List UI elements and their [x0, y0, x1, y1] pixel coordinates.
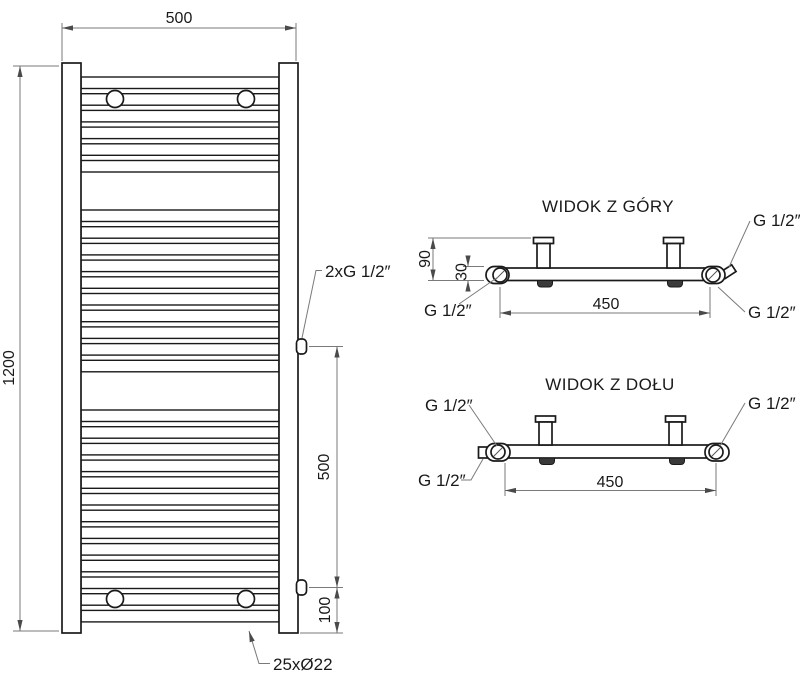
dim-text-offset: 30 [454, 263, 471, 281]
thread-label-bottom-right: G 1/2″ [748, 303, 796, 322]
radiator-tube [80, 509, 280, 523]
dim-text-depth: 90 [417, 250, 434, 268]
right-collector-column [278, 62, 299, 634]
dim-width-500: 500 [61, 10, 297, 61]
thread-label-bottom-left: G 1/2″ [418, 471, 466, 490]
top-view-valve-left [485, 265, 510, 285]
bottom-view-valve-left [477, 442, 511, 462]
left-collector-column [61, 62, 82, 634]
top-view-valve-right [701, 263, 738, 285]
radiator-tube [80, 609, 280, 623]
radiator-tube [80, 259, 280, 273]
side-valve-lower [295, 579, 308, 596]
bottom-view-bracket-right [664, 415, 687, 465]
radiator-tube [80, 559, 280, 573]
radiator-tube [80, 459, 280, 473]
dim-side-500-100: 500 100 [300, 346, 343, 634]
front-view: 500 1200 500 100 2xG 1/2″ 25xØ22 [1, 10, 391, 674]
radiator-tube [80, 143, 280, 157]
bottom-view-bracket-left [534, 415, 557, 465]
radiator-tube [80, 159, 280, 173]
top-view-collector-bar [502, 267, 711, 282]
radiator-tube [80, 276, 280, 289]
radiator-tube [80, 476, 280, 489]
top-view: WIDOK Z GÓRY [417, 197, 800, 322]
dim-text-bottom-spacing: 450 [597, 474, 624, 491]
thread-label-top-right: G 1/2″ [753, 211, 800, 230]
dim-text-width: 500 [166, 10, 193, 27]
radiator-tube [80, 109, 280, 123]
radiator-tube [80, 426, 280, 439]
top-view-thread-callouts: G 1/2″ G 1/2″ G 1/2″ [424, 211, 800, 322]
side-valve-upper [295, 338, 308, 355]
radiator-tube [80, 526, 280, 540]
tubes-label: 25xØ22 [273, 655, 333, 674]
dim-depth-90: 90 [417, 237, 531, 281]
bottom-view-collector-bar [502, 444, 713, 459]
dim-text-side-upper: 500 [316, 454, 333, 481]
bracket-circle-bottom-right [236, 589, 256, 609]
radiator-tube [80, 492, 280, 506]
radiator-tube [80, 126, 280, 140]
dim-text-side-lower: 100 [317, 597, 334, 624]
radiator-tube [80, 225, 280, 239]
bracket-circle-top-left [105, 89, 125, 109]
dim-offset-30: 30 [454, 255, 484, 292]
dim-bottom-450: 450 [504, 463, 717, 496]
bracket-circle-top-right [236, 89, 256, 109]
bottom-view: WIDOK Z DOŁU [418, 375, 796, 496]
bottom-view-thread-callouts: G 1/2″ G 1/2″ G 1/2″ [418, 394, 796, 490]
top-view-bracket-right [662, 236, 685, 288]
radiator-tube [80, 242, 280, 256]
radiator-tube [80, 409, 280, 423]
thread-label-top-right: G 1/2″ [748, 394, 796, 413]
tubes-callout: 25xØ22 [248, 630, 333, 674]
connections-label: 2xG 1/2″ [325, 262, 391, 281]
top-view-bracket-left [532, 236, 555, 288]
radiator-tube [80, 342, 280, 356]
radiator-tubes [80, 76, 280, 623]
dim-top-450: 450 [499, 287, 711, 318]
radiator-tube [80, 576, 280, 590]
radiator-tube [80, 292, 280, 306]
thread-label-top-left: G 1/2″ [425, 396, 473, 415]
radiator-tube [80, 209, 280, 223]
radiator-tube [80, 76, 280, 90]
top-view-title: WIDOK Z GÓRY [542, 197, 674, 216]
bottom-view-title: WIDOK Z DOŁU [545, 375, 674, 394]
radiator-tube [80, 309, 280, 323]
dim-height-1200: 1200 [1, 65, 59, 632]
radiator-tube [80, 359, 280, 373]
bottom-view-valve-right [704, 442, 730, 462]
dim-text-top-spacing: 450 [593, 296, 620, 313]
connections-callout: 2xG 1/2″ [301, 262, 391, 339]
bracket-circle-bottom-left [105, 589, 125, 609]
thread-label-bottom-left: G 1/2″ [424, 301, 472, 320]
radiator-tube [80, 326, 280, 340]
dim-text-height: 1200 [1, 350, 18, 386]
radiator-tube [80, 542, 280, 556]
radiator-tube [80, 442, 280, 456]
